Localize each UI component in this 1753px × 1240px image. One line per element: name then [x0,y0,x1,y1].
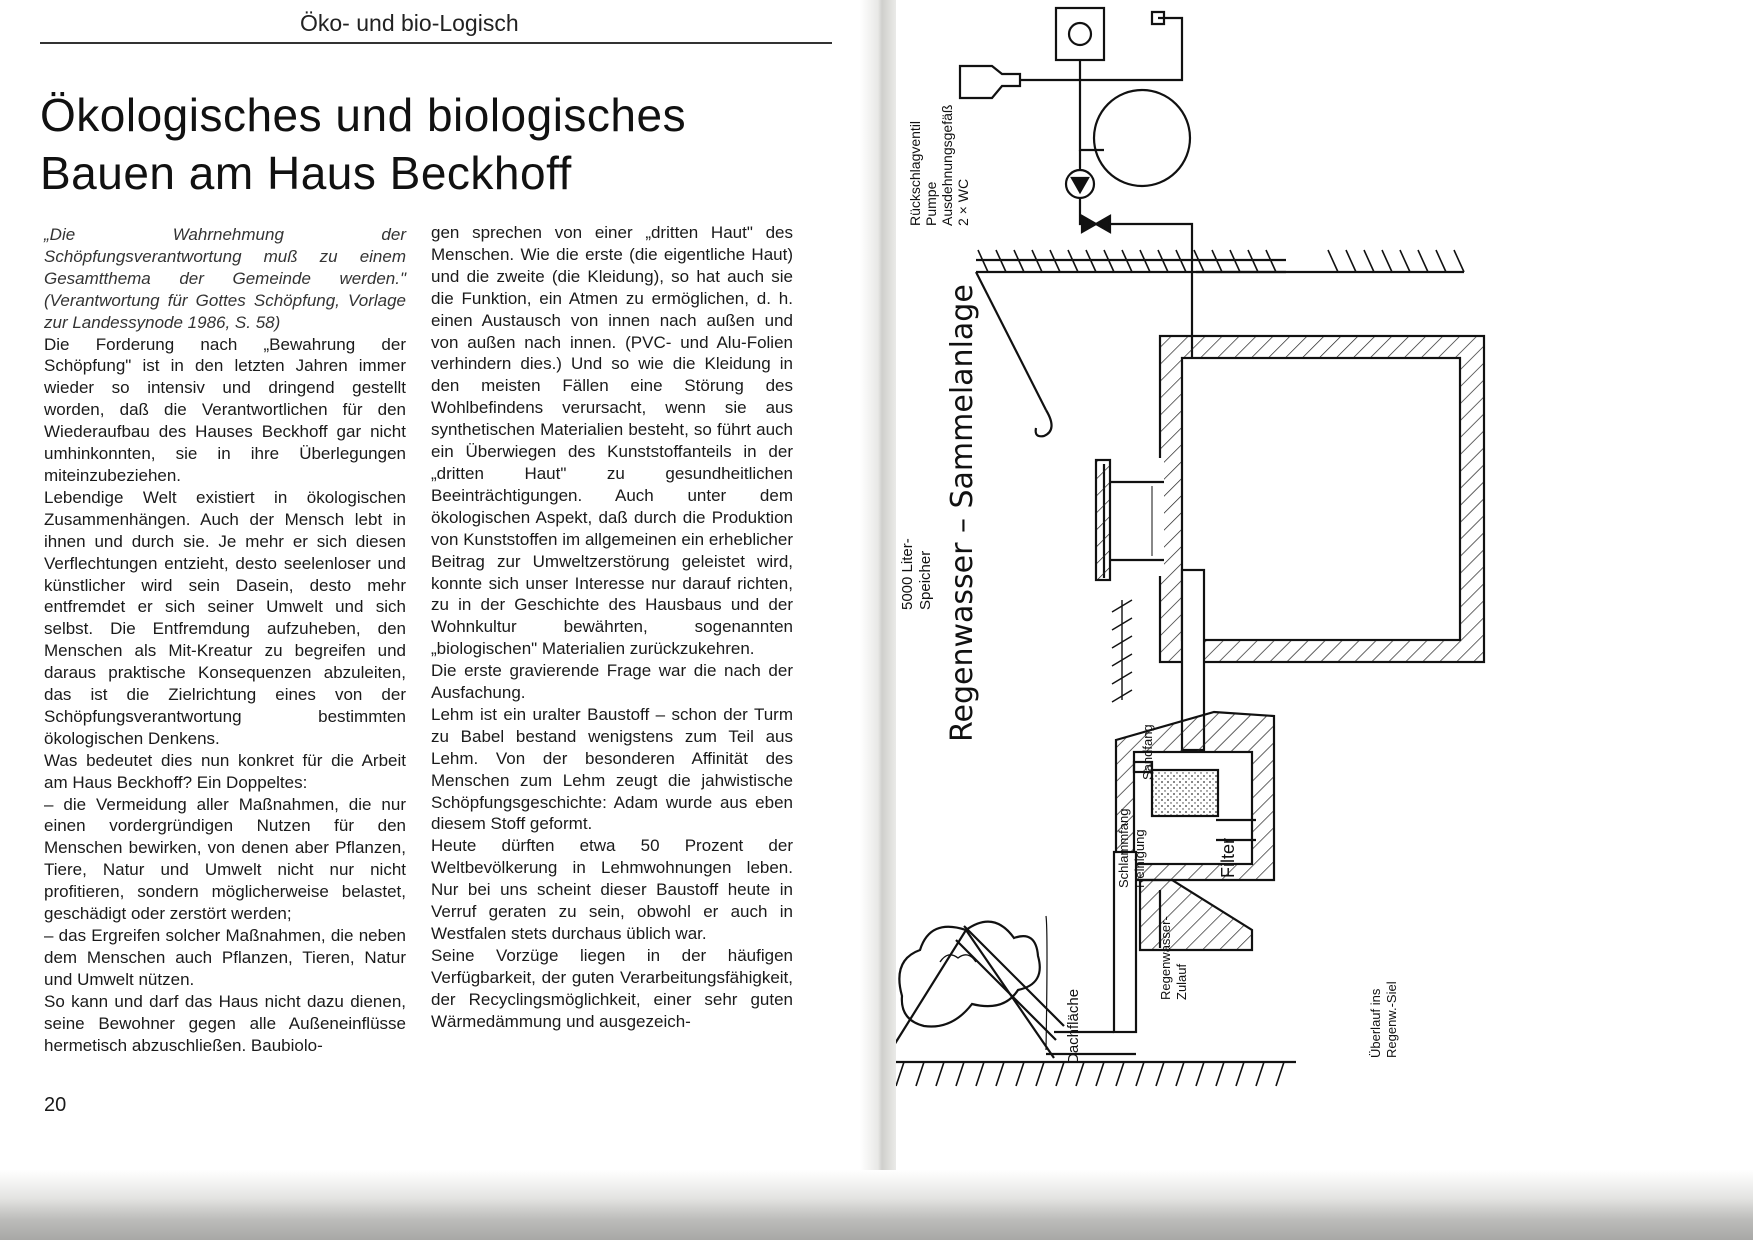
paragraph: gen sprechen von einer „dritten Haut" de… [431,223,793,659]
gutter-pipe [975,271,1047,411]
pump-arrow-icon [1070,176,1090,195]
legend-pumpe: Pumpe [923,181,939,226]
zulauf-label-line-2: Zulauf [1174,963,1189,1000]
overflow-pipe-horizontal [1046,1030,1136,1056]
page-bottom-shadow [0,1170,1753,1240]
paragraph: – die Vermeidung aller Maßnahmen, die nu… [44,794,406,924]
tap-icon [1150,10,1166,26]
storage-label-line-1: 5000 Liter- [899,538,916,610]
paragraph: Die erste gravierende Frage war die nach… [431,661,793,703]
paragraph: Heute dürften etwa 50 Prozent der Weltbe… [431,836,793,943]
ueberlauf-label-line-1: Überlauf ins [1368,988,1383,1058]
epigraph-quote: „Die Wahrnehmung der Schöpfungsverantwor… [44,225,406,332]
paragraph: Lehm ist ein uralter Baustoff – schon de… [431,704,793,834]
ground-hatch-bottom [896,1061,1285,1087]
paragraph: – das Ergreifen solcher Maßnahmen, die n… [44,926,406,989]
paragraph: Was bedeutet dies nun konkret für die Ar… [44,750,406,792]
inlet-pointer [1045,915,1048,1051]
wc-bowl-icon [958,64,1022,100]
gutter-hook [1034,409,1053,438]
ground-hatch-top [977,249,1465,273]
zulauf-label-line-1: Regenwasser- [1158,916,1173,1000]
diagram-labels: Regenwasser – Sammelanlage Rückschlagven… [899,105,1399,1064]
rainwater-downpipe [955,925,1065,1041]
text-column-1: „Die Wahrnehmung der Schöpfungsverantwor… [44,224,406,1056]
overflow-pipe [1112,850,1138,1034]
wc-cistern [1054,6,1106,62]
reinigung-label: Reinigung [1132,829,1147,888]
paragraph: Lebendige Welt existiert in ökologischen… [44,487,406,748]
title-line-2: Bauen am Haus Beckhoff [40,147,572,199]
ground-hatch-left [1111,599,1133,703]
ueberlauf-label-line-2: Regenw.-Siel [1384,981,1399,1058]
tank-inner-space [1180,356,1462,642]
legend-ausdehnungsgefaess: Ausdehnungsgefäß [939,105,955,226]
dachflaeche-label: Dachfläche [1065,989,1082,1064]
overflow-neck [1110,480,1164,562]
rainwater-system-diagram: Regenwasser – Sammelanlage Rückschlagven… [896,6,1486,1087]
rain-cloud-icon [898,920,1041,1028]
rain-icon [939,954,977,963]
left-page: Öko- und bio-Logisch Ökologisches und bi… [0,0,868,1200]
paragraph: Die Forderung nach „Bewahrung der Schöpf… [44,334,406,485]
legend-rueckschlagventil: Rückschlagventil [907,121,923,226]
filter-ledge [1132,760,1154,774]
page-number: 20 [44,1094,67,1116]
header-rule [40,42,832,44]
running-head: Öko- und bio-Logisch [300,10,519,36]
schlammfang-label: Schlammfang [1116,809,1131,888]
book-gutter [860,0,900,1200]
paragraph: So kann und darf das Haus nicht dazu die… [44,991,406,1055]
diagram-title: Regenwasser – Sammelanlage [945,284,980,742]
overflow-flange-hatch [1094,458,1112,582]
filter-media [1150,768,1220,818]
legend-wc: 2 × WC [955,179,971,226]
sandfang-label: Sandfang [1140,724,1155,780]
expansion-vessel [1092,88,1192,188]
wc-cistern-float-icon [1067,21,1093,47]
paragraph: Seine Vorzüge liegen in der häufigen Ver… [431,945,793,1031]
title-line-1: Ökologisches und biologisches [40,89,687,141]
mud-trap [1138,878,1254,952]
supply-pipe-top [1020,16,1184,82]
article-title: Ökologisches und biologisches Bauen am H… [40,86,840,202]
check-valve-icon [1080,214,1112,234]
filter-baffles [1216,818,1256,842]
text-column-2: gen sprechen von einer „dritten Haut" de… [431,222,793,1033]
storage-label-line-2: Speicher [917,551,934,610]
filter-label: Filter [1218,838,1238,878]
tank-overflow-opening [1112,458,1164,576]
